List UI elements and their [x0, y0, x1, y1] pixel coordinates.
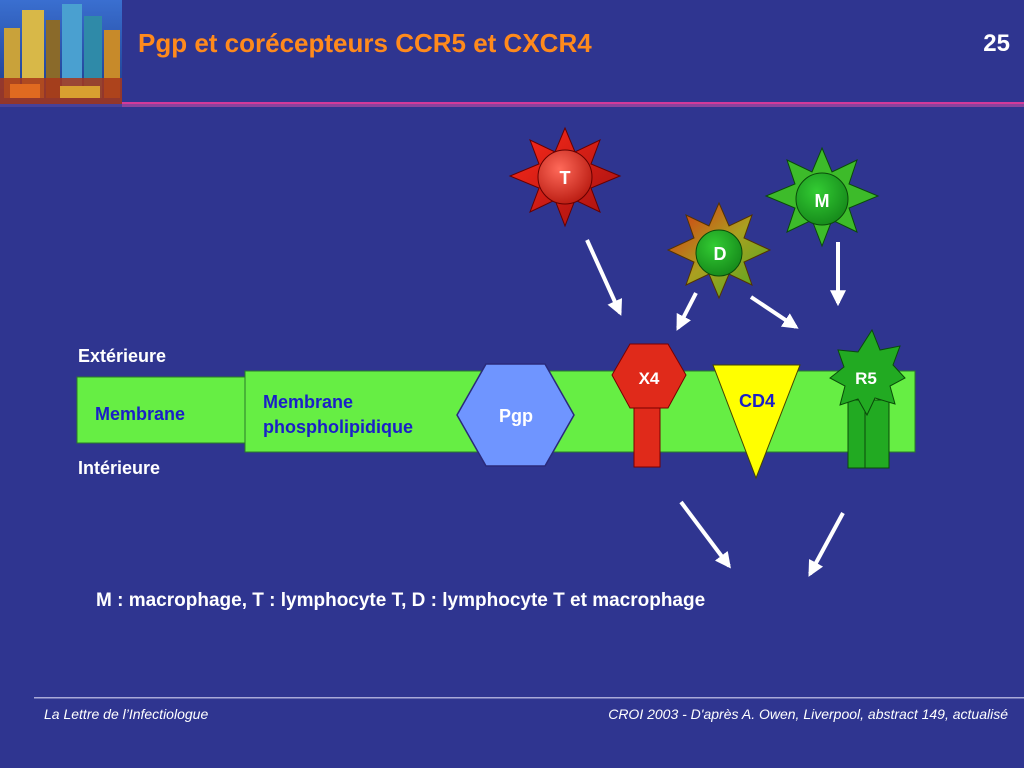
x4-label: X4 [639, 369, 660, 388]
membrane-left-band [76, 376, 248, 444]
r5-stem-left [847, 399, 866, 469]
arrow-down-left [679, 500, 731, 569]
virus-m-label: M [815, 191, 830, 211]
footer-divider [34, 697, 1024, 699]
pgp-hexagon [456, 363, 575, 467]
pgp-label: Pgp [499, 406, 533, 426]
r5-head [829, 328, 906, 417]
slide-title: Pgp et corécepteurs CCR5 et CXCR4 [138, 28, 592, 58]
virus-d: D [666, 201, 772, 300]
membrane-right-label-line1: Membrane [263, 392, 354, 412]
arrow-d-to-cd4 [749, 295, 799, 329]
r5-label: R5 [855, 369, 877, 388]
arrow-down-right [808, 512, 845, 577]
virus-m: M [764, 146, 880, 248]
membrane-right-label-line2: phospholipidique [263, 417, 413, 437]
virus-t: T [508, 126, 622, 228]
arrow-d-to-x4 [676, 292, 698, 331]
page-number: 25 [983, 30, 1010, 57]
cd4-triangle [712, 364, 801, 480]
membrane-phospholipid-band [244, 370, 916, 453]
legend-text: M : macrophage, T : lymphocyte T, D : ly… [96, 590, 706, 611]
footer-right: CROI 2003 - D'après A. Owen, Liverpool, … [608, 706, 1008, 722]
arrow-t-to-x4 [585, 239, 623, 316]
virus-d-label: D [714, 244, 727, 264]
x4-stem [633, 404, 661, 468]
virus-t-label: T [560, 168, 571, 188]
footer-left: La Lettre de l’Infectiologue [44, 706, 209, 722]
city-logo [0, 0, 122, 104]
cd4-label: CD4 [739, 391, 775, 411]
label-interior: Intérieure [78, 458, 161, 478]
label-exterior: Extérieure [78, 346, 167, 366]
x4-head [611, 343, 687, 409]
membrane-left-label: Membrane [95, 404, 186, 424]
